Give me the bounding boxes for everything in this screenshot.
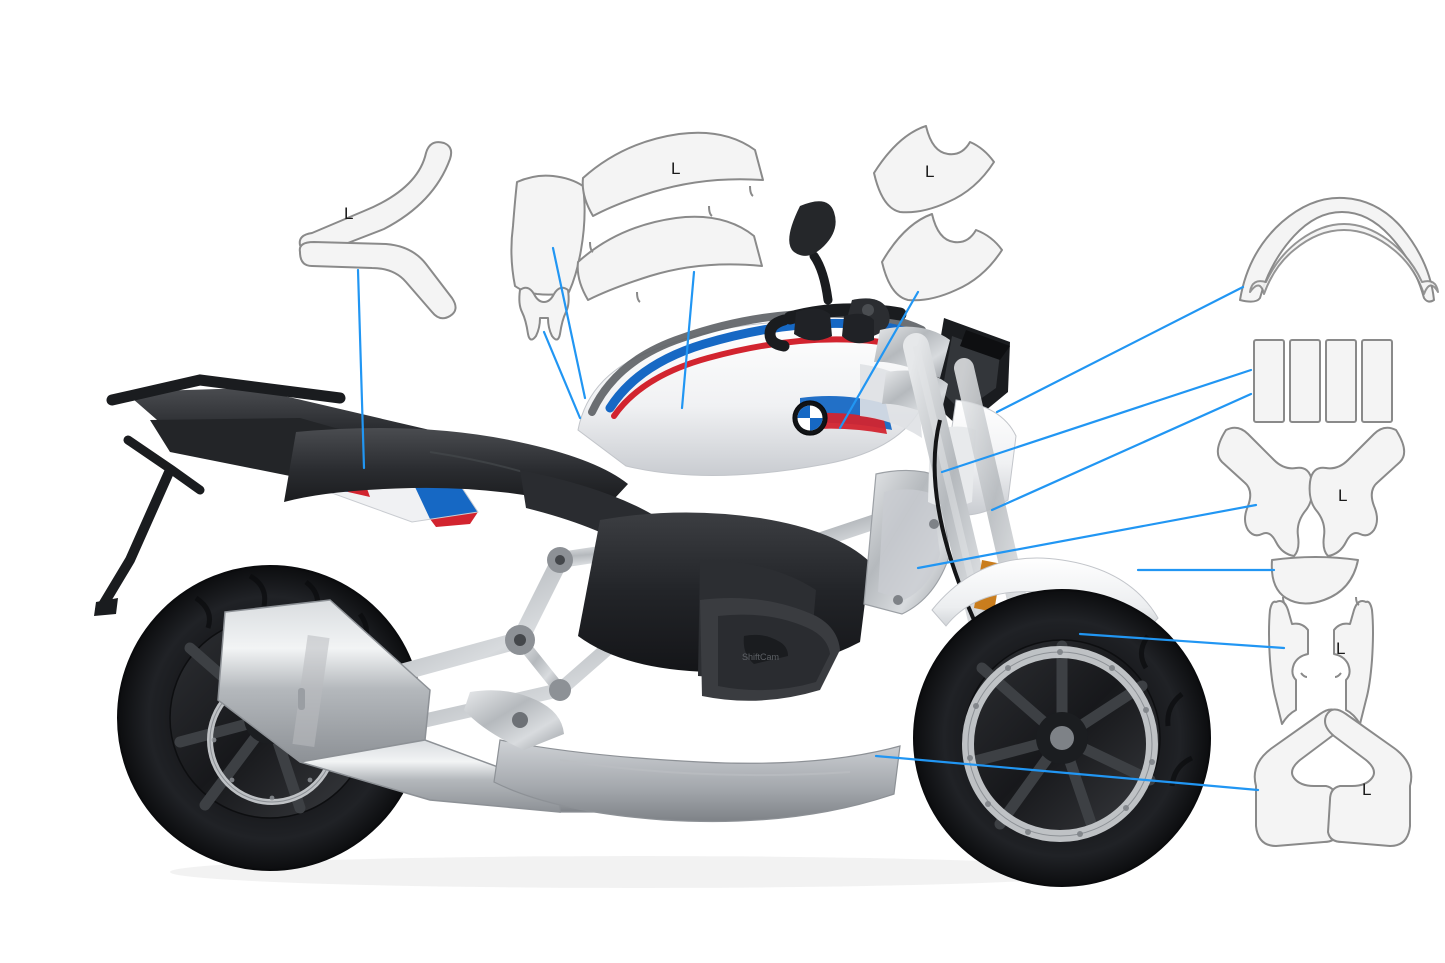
fork-strip-film-4[interactable] (1361, 339, 1393, 423)
label-fork-guard-right: L (1336, 639, 1346, 658)
fork-strip-film-3[interactable] (1325, 339, 1357, 423)
headlight-brow-film[interactable] (1239, 196, 1435, 303)
leader-line-fork-lower (990, 392, 1253, 512)
tank-top-pad-film[interactable] (510, 174, 586, 296)
radiator-shroud (863, 469, 951, 615)
rear-piece-lower-film[interactable] (298, 241, 457, 320)
label-lower-fairing-right: L (1362, 780, 1372, 799)
tank-knee-pad-upper-film[interactable] (873, 125, 995, 214)
engine: ShiftCam (464, 512, 901, 823)
leader-line-shroud (916, 503, 1258, 570)
fork-strip-film-1[interactable] (1253, 339, 1285, 423)
tank-knee-pad-lower-film[interactable] (881, 213, 1003, 302)
label-side-panel-right: L (1338, 486, 1348, 505)
fork-guard-film-right[interactable] (1333, 600, 1374, 725)
svg-text:ShiftCam: ShiftCam (742, 652, 779, 662)
bmw-roundel (792, 400, 828, 436)
lower-fairing-film-left[interactable] (1253, 708, 1342, 847)
leader-line-group (356, 246, 1286, 792)
fender-tip-film[interactable] (1270, 556, 1359, 605)
leader-line-knee-pad (838, 290, 920, 430)
tank-side-lower-film[interactable] (576, 215, 763, 301)
front-wheel (913, 589, 1211, 887)
leader-line-headlight (995, 285, 1245, 414)
tank-side-upper-film[interactable] (581, 131, 764, 217)
label-tank-side-upper: L (671, 159, 681, 178)
leader-line-tank-pad (551, 246, 587, 400)
motorcycle-illustration: ShiftCam (94, 201, 1211, 888)
leader-line-tail (356, 268, 366, 470)
leader-line-tank-side (680, 270, 696, 410)
label-knee-pad-upper: L (925, 162, 935, 181)
film-piece-group (298, 125, 1439, 847)
leader-line-fork-guard (1078, 632, 1286, 650)
fork-strip-film-2[interactable] (1289, 339, 1321, 423)
tank-filler-trim-film[interactable] (518, 286, 570, 341)
headlight-brow-film-inner[interactable] (1249, 223, 1439, 295)
film-notch-marks (589, 185, 1360, 678)
rear-piece-upper-film[interactable] (298, 141, 453, 255)
leader-line-filler-trim (542, 330, 582, 420)
lower-fairing-film-right[interactable] (1324, 708, 1413, 847)
radiator-shroud-film-left[interactable] (1216, 426, 1314, 557)
radiator-shroud-film-right[interactable] (1308, 426, 1406, 557)
fork-guard-film-left[interactable] (1268, 600, 1309, 725)
label-tail-left: L (344, 204, 354, 223)
leader-line-belly-pan (874, 754, 1260, 792)
ground-shadow (170, 856, 1110, 888)
leader-line-fork-upper (940, 368, 1253, 474)
